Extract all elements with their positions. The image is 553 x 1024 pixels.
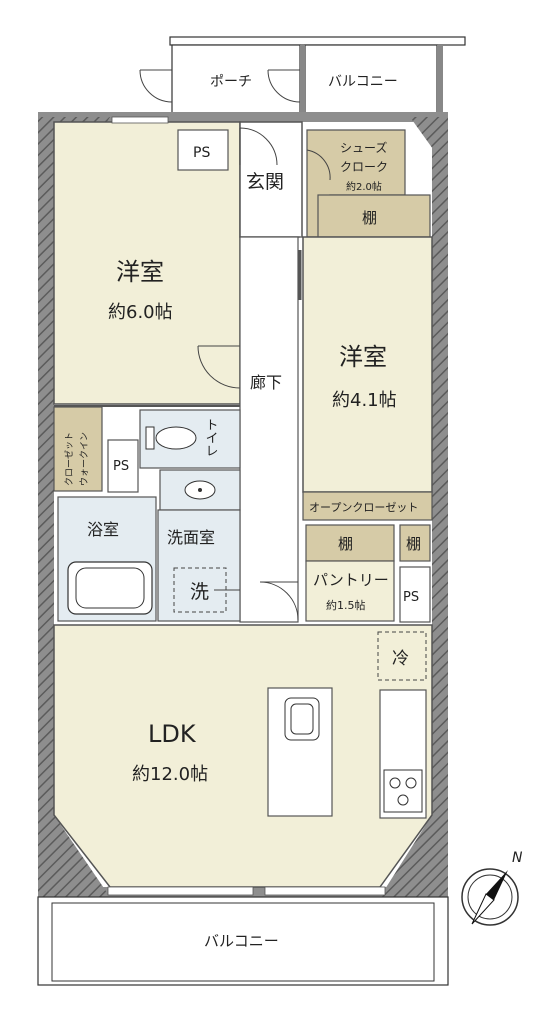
shelf-entrance: [317, 194, 431, 238]
walkin-line2: クローゼット: [63, 432, 75, 486]
porch-area: [139, 36, 466, 118]
bathtub-icon: [67, 561, 153, 615]
ps-mid-label: PS: [113, 459, 129, 474]
fridge-space: [377, 631, 427, 681]
shelf-b-label: 棚: [406, 535, 421, 553]
western-right-label: 洋室: [339, 343, 387, 371]
ldk-room: [53, 624, 433, 888]
pantry-label: パントリー: [313, 571, 389, 589]
sink-icon: [184, 480, 216, 500]
pantry-size: 約1.5帖: [326, 598, 366, 612]
western-left-label: 洋室: [116, 258, 164, 286]
shelf-b: [399, 524, 431, 562]
ps-right-label: PS: [403, 590, 419, 605]
western-room-right: [302, 236, 433, 493]
western-right-size: 約4.1帖: [332, 390, 397, 411]
balcony-top-label: バルコニー: [328, 74, 398, 90]
compass-icon: [461, 868, 519, 926]
toilet-label: トイレ: [203, 418, 218, 457]
shelf-entrance-label: 棚: [362, 209, 377, 227]
ps-top: [177, 129, 229, 171]
porch-label: ポーチ: [210, 74, 252, 90]
ps-top-label: PS: [193, 145, 210, 161]
washroom-label: 洗面室: [167, 528, 215, 547]
bath-label: 浴室: [87, 520, 119, 539]
shelf-a-label: 棚: [338, 535, 353, 553]
pantry: [305, 560, 395, 622]
western-left-size: 約6.0帖: [108, 302, 173, 323]
ldk-label: LDK: [148, 720, 197, 748]
shoe-closet-line2: クローク: [340, 160, 388, 174]
shoe-closet-size: 約2.0帖: [346, 180, 382, 193]
balcony-bottom-area: [37, 886, 449, 986]
ldk-size: 約12.0帖: [132, 764, 208, 785]
kitchen-sink-icon: [284, 697, 320, 741]
hallway: [239, 236, 299, 623]
open-closet: [302, 491, 433, 521]
entrance-label: 玄関: [246, 171, 284, 193]
balcony-bottom-label: バルコニー: [204, 932, 279, 950]
entrance: [239, 121, 303, 238]
hallway-label: 廊下: [250, 373, 282, 392]
fridge-label: 冷: [392, 649, 409, 669]
compass-label: N: [512, 850, 523, 866]
ps-mid: [107, 439, 139, 493]
open-closet-label: オープンクローゼット: [309, 501, 418, 514]
ps-right: [399, 566, 431, 623]
washer-label: 洗: [190, 581, 209, 603]
walkin-closet: [53, 406, 103, 492]
shoe-closet-line1: シューズ: [340, 140, 387, 155]
stove-icon: [383, 769, 423, 813]
walkin-line1: ウォークイン: [79, 432, 90, 486]
toilet-icon: [145, 426, 197, 450]
